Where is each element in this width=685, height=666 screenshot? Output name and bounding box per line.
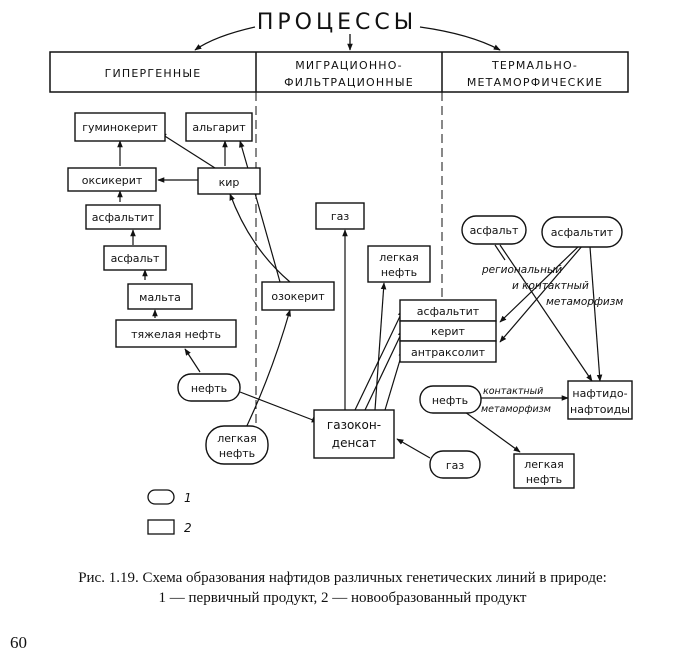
node-light-oil-1b: нефть	[219, 447, 255, 460]
node-light-oil-2b: нефть	[381, 266, 417, 279]
legend-label-1: 1	[184, 491, 192, 505]
node-asfaltit-stack: асфальтит	[417, 305, 480, 318]
process-header: ГИПЕРГЕННЫЕ МИГРАЦИОННО- ФИЛЬТРАЦИОННЫЕ …	[49, 51, 629, 93]
page-number: 60	[10, 633, 27, 652]
zone-dividers	[255, 92, 443, 430]
node-oksikerit: оксикерит	[82, 174, 143, 187]
figure-caption-line-2: 1 — первичный продукт, 2 — новообразован…	[158, 590, 527, 606]
diagram-title: ПРОЦЕССЫ	[257, 10, 417, 35]
rounded-nodes	[177, 215, 623, 479]
node-gas-condensate-b: денсат	[332, 436, 376, 450]
figure-caption-line-1: Рис. 1.19. Схема образования нафтидов ра…	[78, 570, 607, 586]
node-light-oil-3b: нефть	[526, 473, 562, 486]
naftid-formation-diagram: ПРОЦЕССЫ ГИПЕРГЕННЫЕ МИГРАЦИОННО- ФИЛЬТР…	[49, 10, 633, 535]
node-asfalt-hypergene: асфальт	[111, 252, 160, 265]
node-asfalt-thermal: асфальт	[470, 224, 519, 237]
node-heavy-oil: тяжелая нефть	[131, 328, 221, 341]
node-light-oil-2a: легкая	[379, 251, 419, 264]
annotation-regional-2: и контактный	[512, 280, 589, 292]
node-malta: мальта	[139, 291, 181, 304]
node-naftido-a: нафтидо-	[572, 387, 627, 400]
node-oil-thermal: нефть	[432, 394, 468, 407]
header-migration-2: ФИЛЬТРАЦИОННЫЕ	[284, 76, 414, 89]
legend: 1 2	[147, 489, 192, 535]
legend-symbol-new	[147, 519, 175, 535]
header-thermal-2: МЕТАМОРФИЧЕСКИЕ	[467, 76, 603, 89]
node-kerit: керит	[431, 325, 466, 338]
legend-symbol-primary	[147, 489, 175, 505]
node-oil-primary: нефть	[191, 382, 227, 395]
title-arrows	[194, 26, 501, 51]
header-hypergene: ГИПЕРГЕННЫЕ	[105, 67, 202, 80]
node-gas-2: газ	[446, 459, 465, 472]
node-gas-condensate-a: газокон-	[327, 418, 381, 432]
header-thermal-1: ТЕРМАЛЬНО-	[491, 59, 578, 72]
node-kir: кир	[219, 176, 240, 189]
annotation-regional-1: региональный	[481, 264, 562, 276]
node-naftido-b: нафтоиды	[570, 403, 630, 416]
annotation-contact-2: метаморфизм	[481, 404, 551, 415]
node-light-oil-3a: легкая	[524, 458, 564, 471]
annotation-regional-3: метаморфизм	[546, 296, 623, 308]
node-ozokerit: озокерит	[271, 290, 325, 303]
node-gas-1: газ	[331, 210, 350, 223]
annotation-contact-1: контактный	[483, 386, 543, 397]
connections	[117, 132, 603, 459]
node-asfaltit-thermal: асфальтит	[551, 226, 614, 239]
node-guminokerit: гуминокерит	[82, 121, 158, 134]
rect-nodes	[67, 112, 633, 489]
node-light-oil-1a: легкая	[217, 432, 257, 445]
node-asfaltit-hypergene: асфальтит	[92, 211, 155, 224]
header-migration-1: МИГРАЦИОННО-	[295, 59, 403, 72]
legend-label-2: 2	[184, 521, 192, 535]
node-algarit: альгарит	[192, 121, 246, 134]
node-antraksolit: антраксолит	[411, 346, 486, 359]
